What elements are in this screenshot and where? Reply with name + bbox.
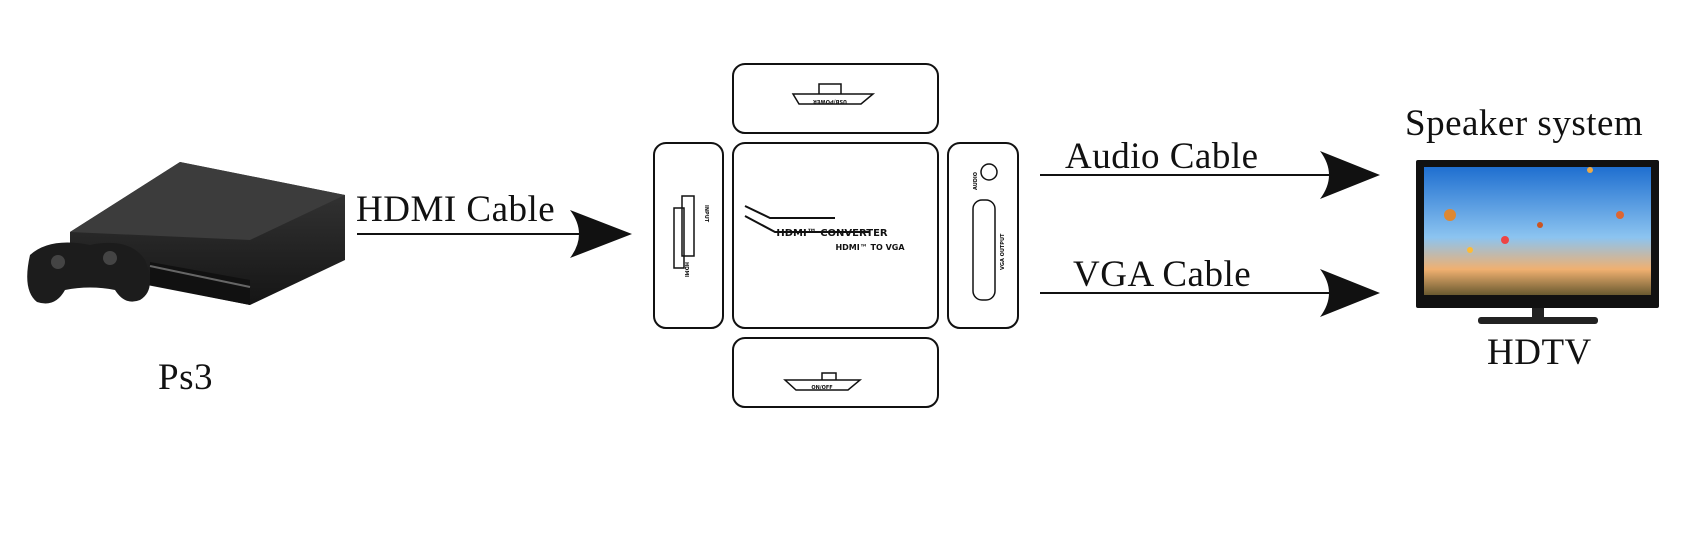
converter-left-panel	[653, 142, 724, 329]
converter-front-panel	[732, 142, 939, 329]
converter-device	[653, 63, 1019, 408]
top-port-label: USB/POWER	[813, 98, 847, 104]
hdmi-port-icon	[673, 195, 695, 269]
ps3-console-image	[27, 162, 345, 305]
audio-cable-label: Audio Cable	[1065, 136, 1259, 177]
right-port-label-b: VGA OUTPUT	[1000, 233, 1006, 270]
left-port-label-a: HDMI	[683, 262, 689, 277]
hdmi-cable-label: HDMI Cable	[356, 189, 556, 230]
vga-cable-label: VGA Cable	[1073, 254, 1252, 295]
usb-port-icon	[791, 83, 876, 105]
right-port-label-a: AUDIO	[973, 172, 979, 190]
vga-port-icon	[972, 199, 996, 301]
converter-logo-swoosh	[744, 205, 870, 233]
converter-title: HDMI™ CONVERTER	[776, 228, 888, 239]
power-switch-icon	[783, 372, 863, 391]
converter-top-panel	[732, 63, 939, 134]
hdtv-label: HDTV	[1487, 332, 1592, 373]
converter-right-panel	[947, 142, 1019, 329]
bottom-switch-label: ON/OFF	[811, 385, 832, 391]
vga-cable-arrow	[1040, 269, 1380, 317]
hdmi-cable-arrow	[357, 210, 632, 258]
audio-port-icon	[980, 163, 998, 181]
ps3-label: Ps3	[158, 357, 213, 398]
converter-bottom-panel	[732, 337, 939, 408]
speaker-system-label: Speaker system	[1405, 103, 1644, 144]
converter-subtitle: HDMI™ TO VGA	[835, 243, 905, 252]
left-port-label-b: INPUT	[703, 205, 709, 223]
hdtv-image	[1416, 160, 1659, 324]
audio-cable-arrow	[1040, 151, 1380, 199]
